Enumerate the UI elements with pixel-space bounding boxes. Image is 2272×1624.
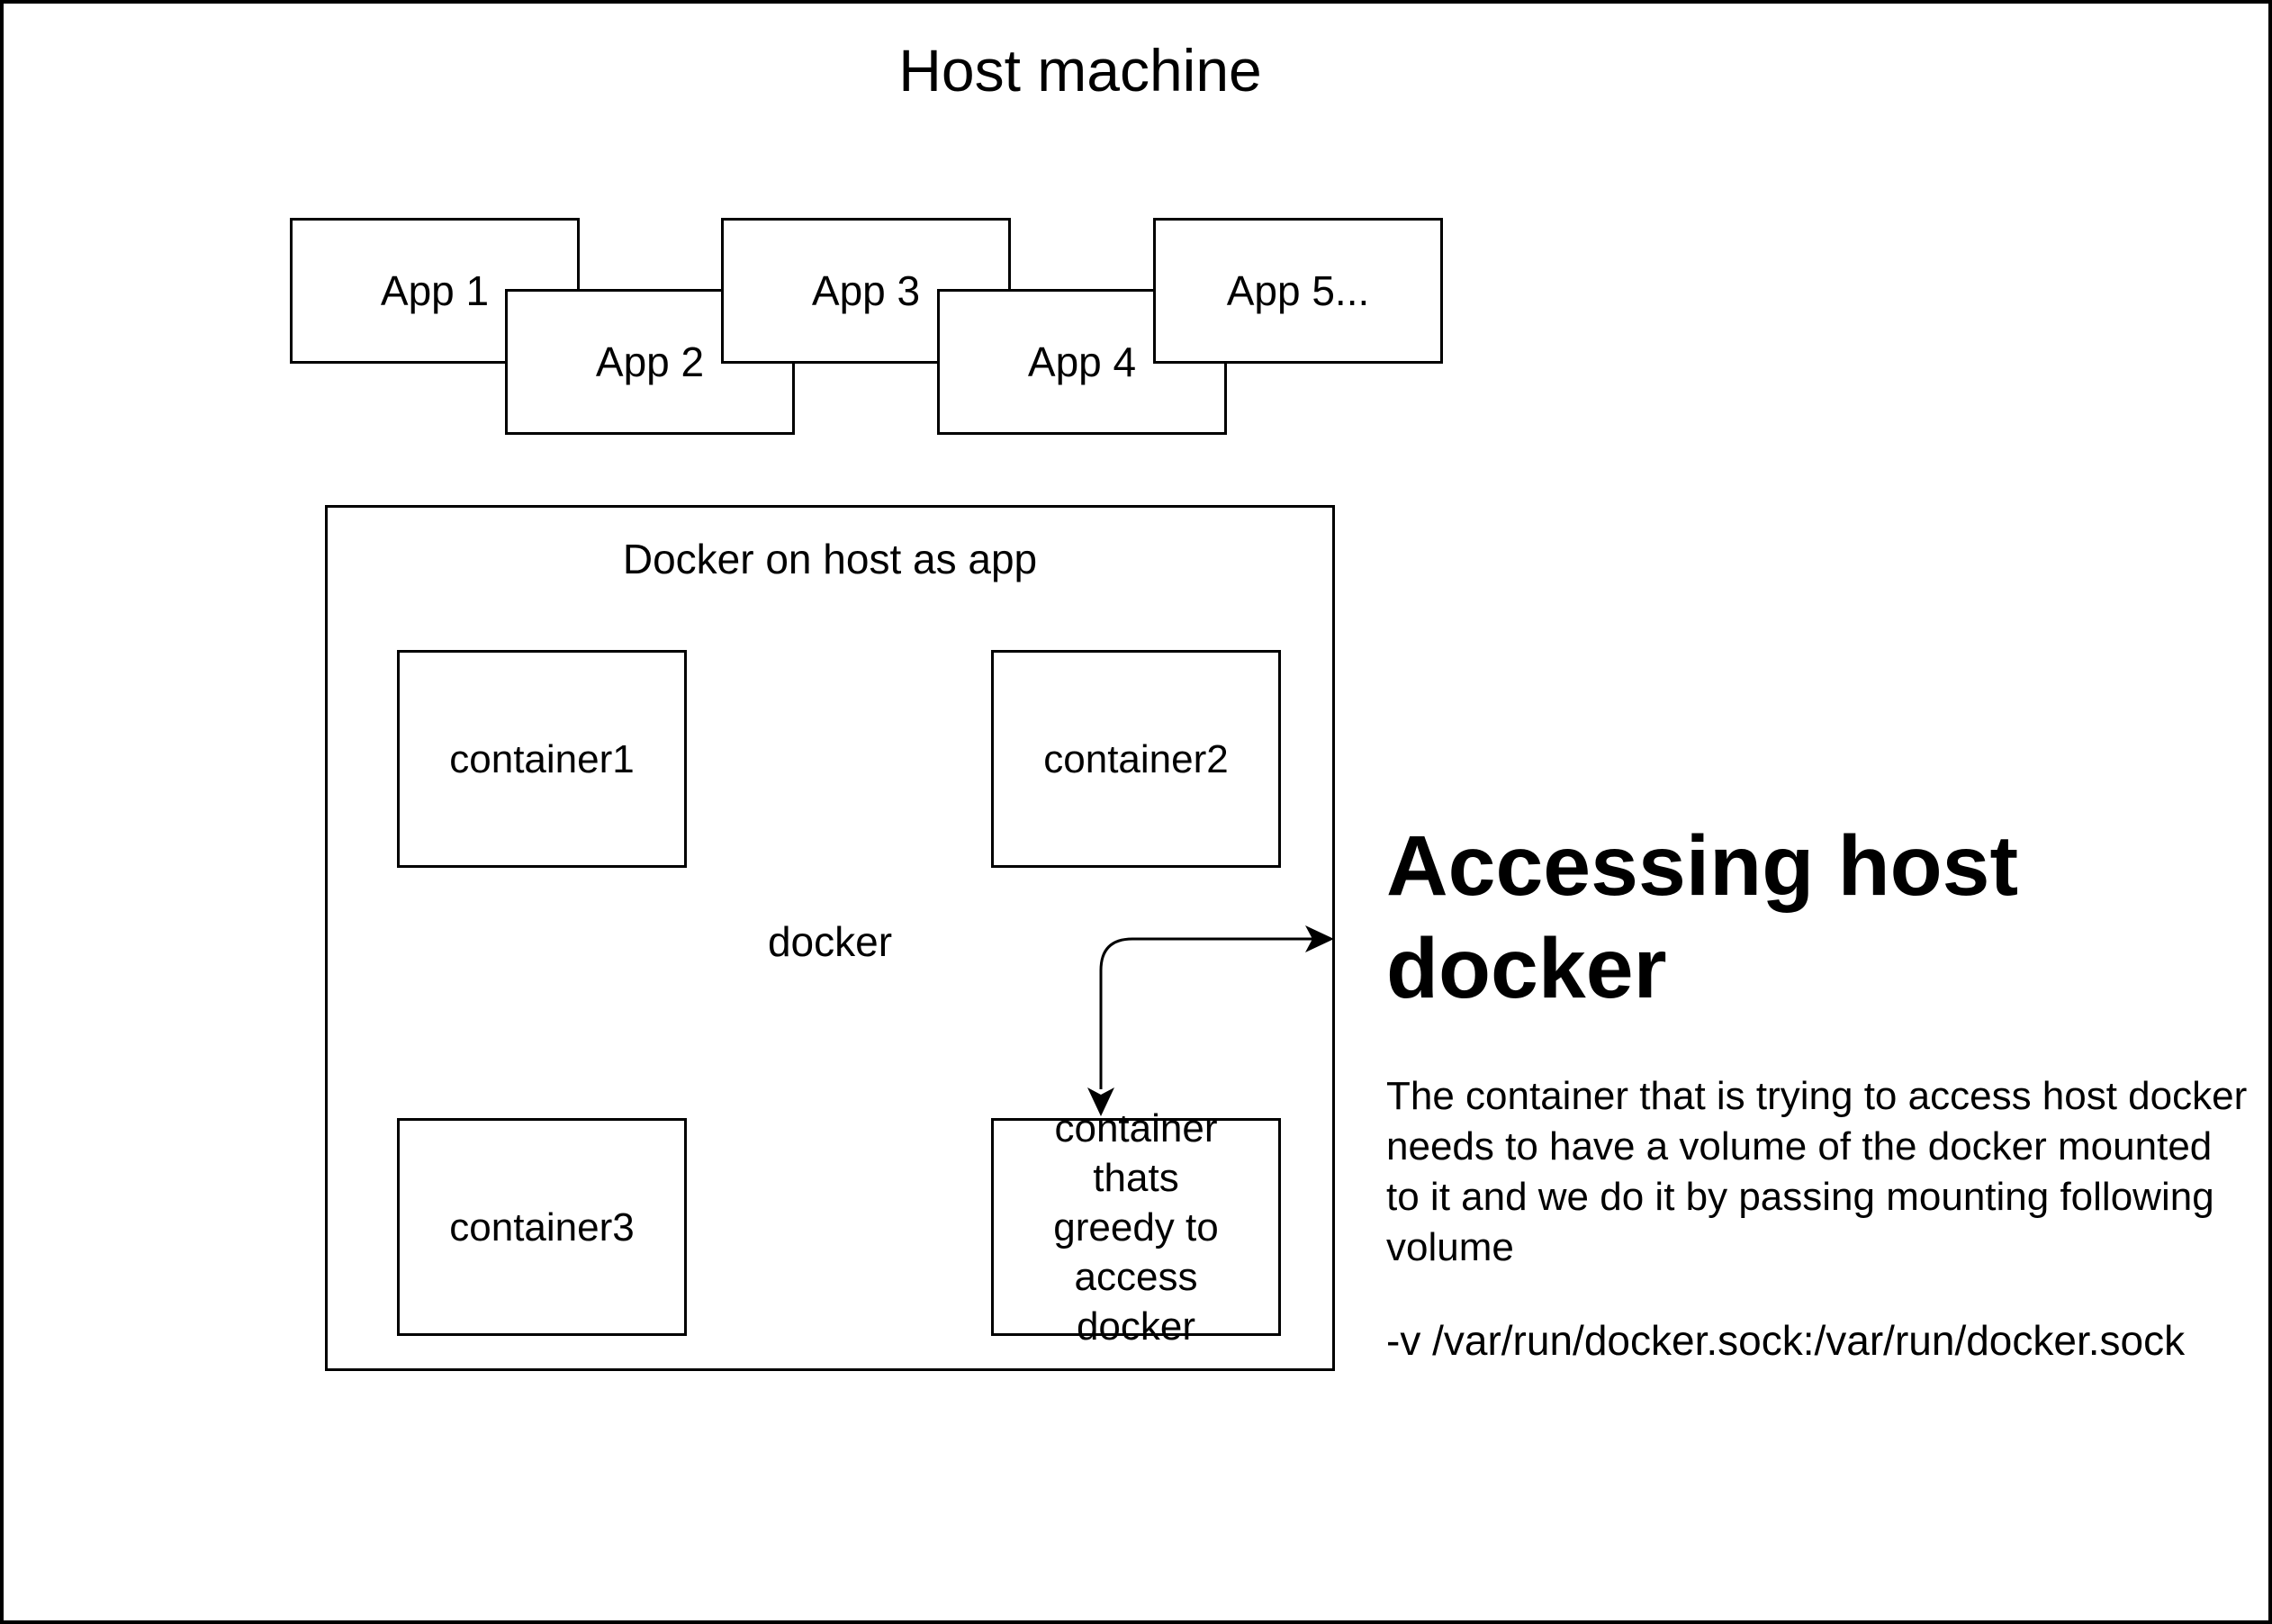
app-label: App 1 <box>380 267 490 314</box>
app-label: App 2 <box>595 338 705 385</box>
arrowhead-right <box>1305 925 1334 952</box>
container-label: container thats greedy to access docker <box>1053 1105 1219 1349</box>
note-body: The container that is trying to access h… <box>1386 1074 2248 1269</box>
volume-command: -v /var/run/docker.sock:/var/run/docker.… <box>1386 1317 2186 1364</box>
note-heading: Accessing host docker <box>1386 818 2019 1016</box>
container-label: container2 <box>1043 736 1229 781</box>
app-label: App 4 <box>1027 338 1137 385</box>
app-box-5: App 5... <box>1153 218 1443 364</box>
container-box-2: container2 <box>991 650 1281 868</box>
docker-socket-connector <box>1099 937 1314 1089</box>
diagram-title: Host machine <box>898 37 1262 104</box>
container-label: container3 <box>449 1204 635 1250</box>
container-label: container1 <box>449 736 635 781</box>
greedy-container-box: container thats greedy to access docker <box>991 1106 1281 1349</box>
container-box-1: container1 <box>397 650 687 868</box>
docker-center-label: docker <box>767 918 893 965</box>
app-label: App 5... <box>1226 267 1370 314</box>
app-label: App 3 <box>811 267 921 314</box>
docker-box-label: Docker on host as app <box>622 536 1038 582</box>
container-box-3: container3 <box>397 1118 687 1336</box>
arrowhead-down <box>1087 1087 1114 1116</box>
